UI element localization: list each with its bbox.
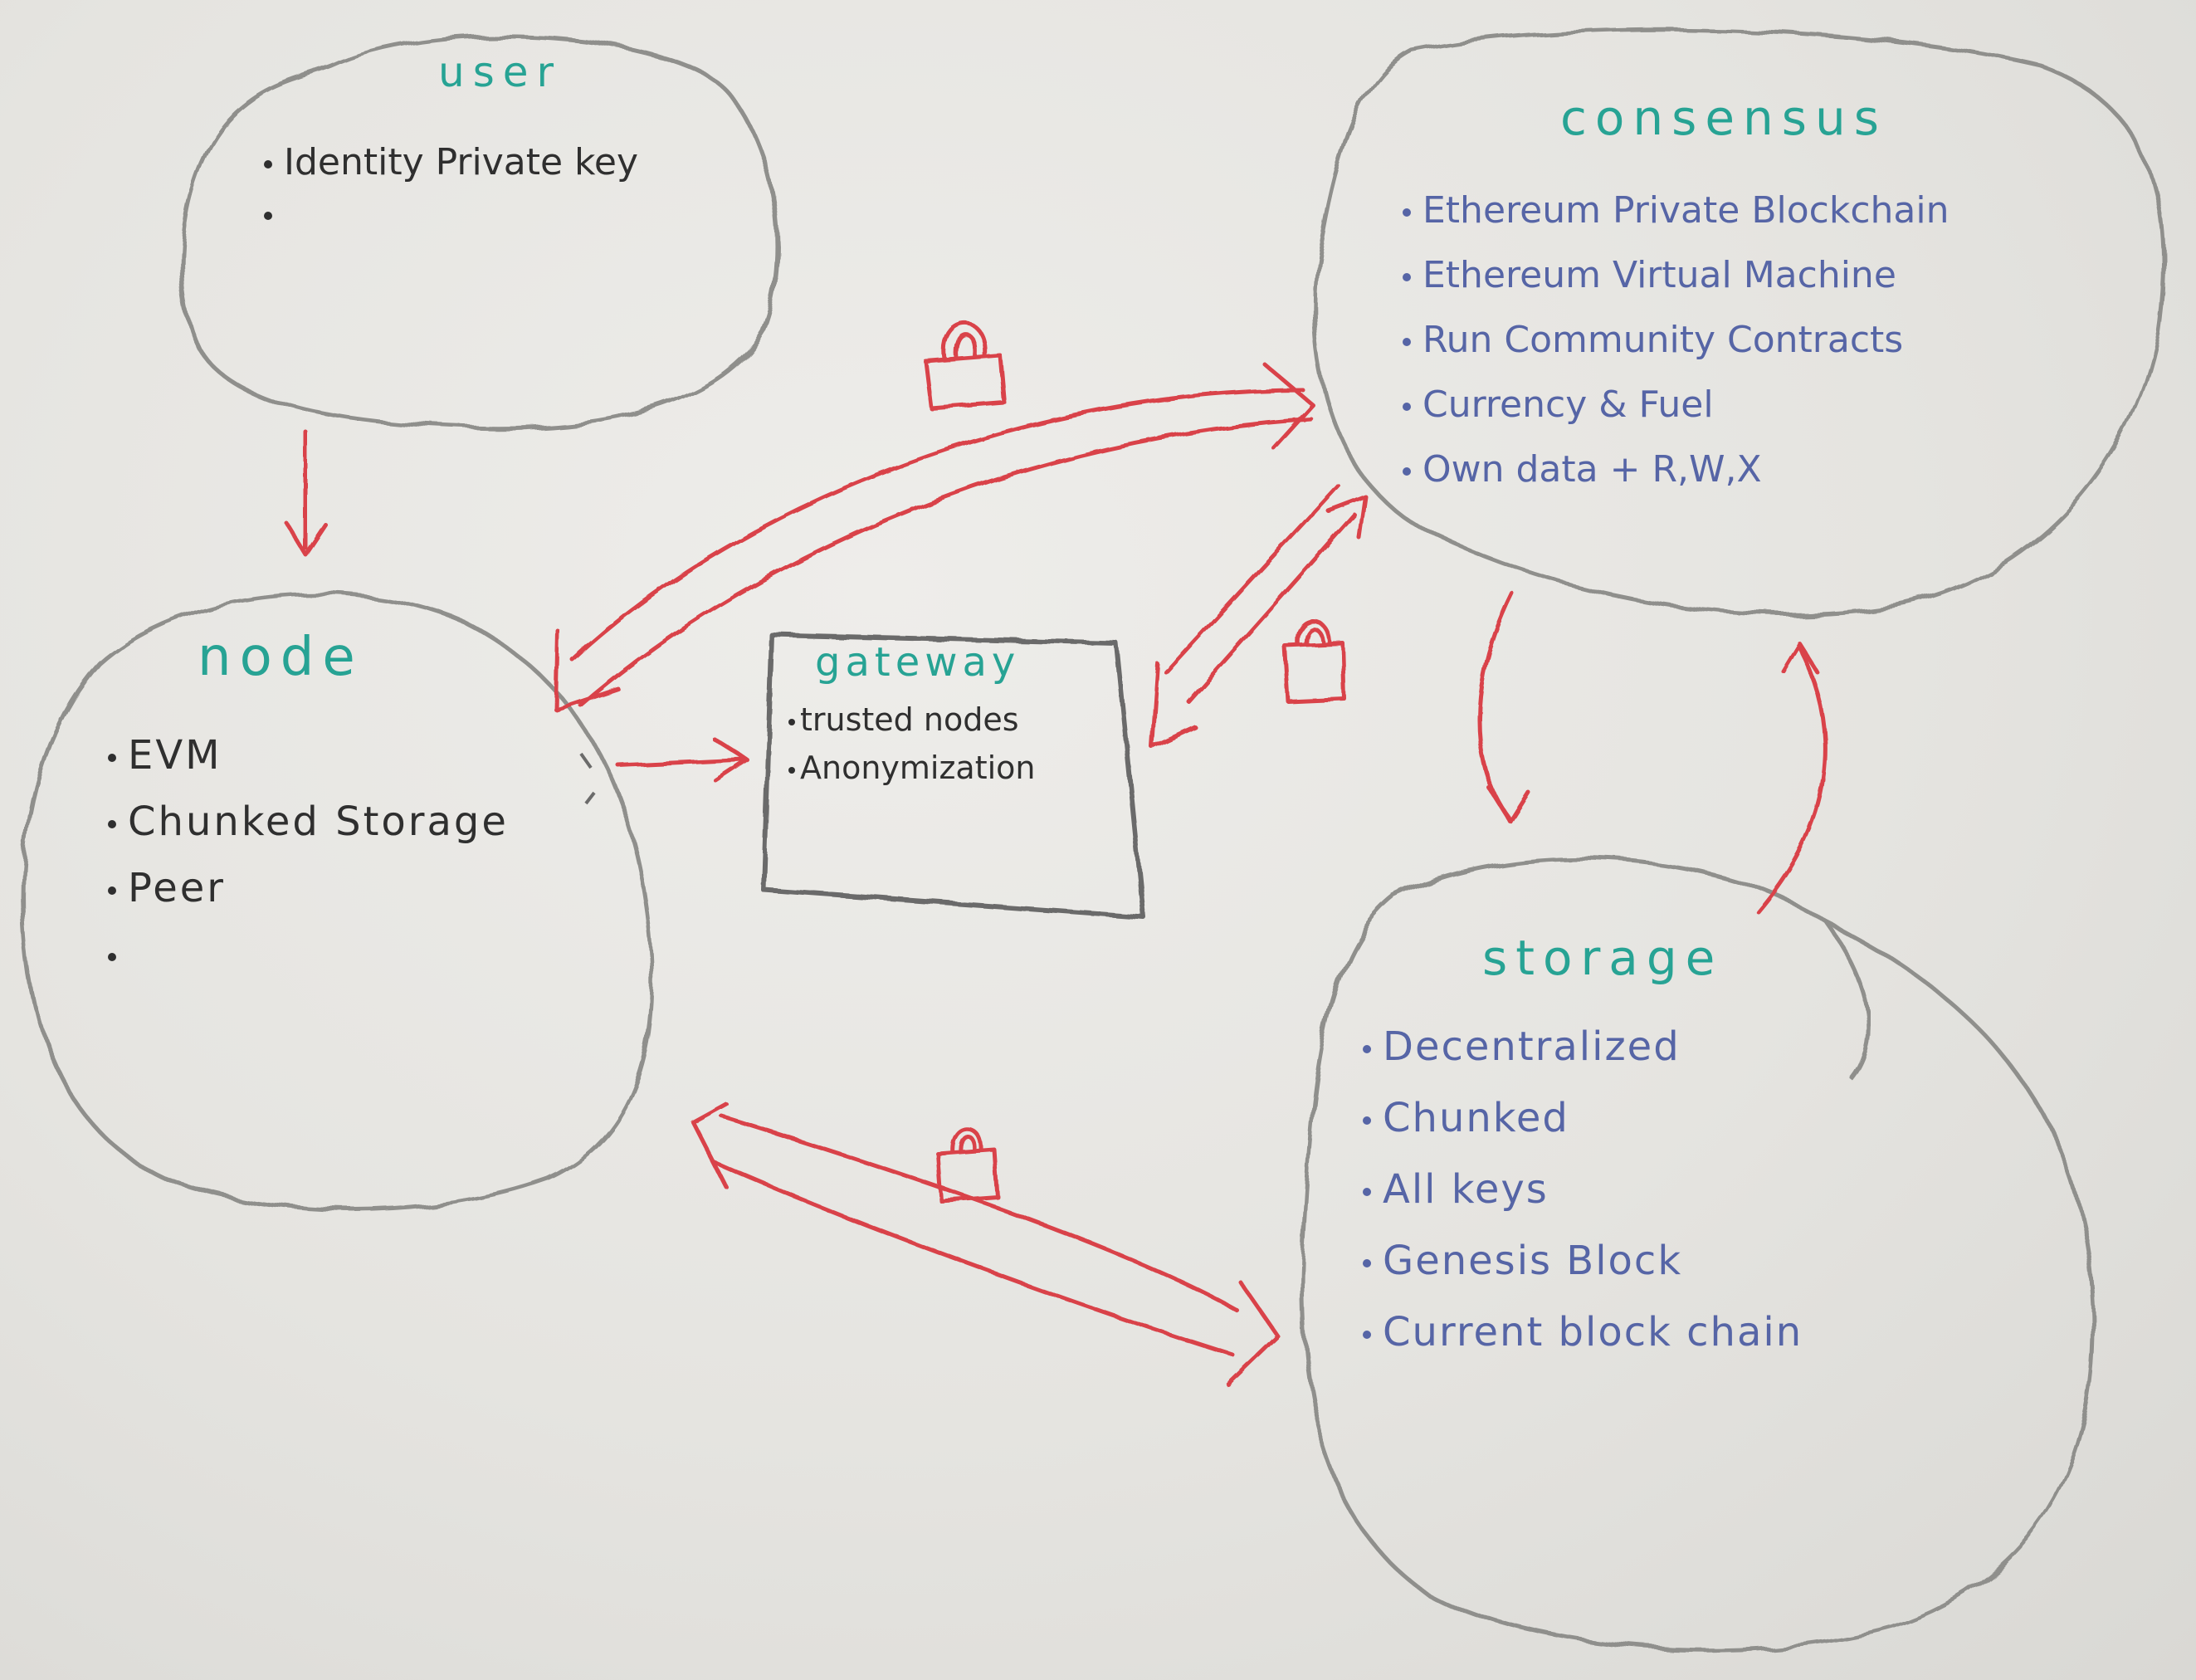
arrow-node-consensus-head-right <box>1263 363 1315 451</box>
list-item: Currency & Fuel <box>1403 373 1949 437</box>
list-item: Ethereum Virtual Machine <box>1403 243 1949 308</box>
bullet-icon <box>1403 467 1411 476</box>
bullet-icon <box>1363 1116 1371 1125</box>
node-cloud <box>21 592 655 1212</box>
bullet-icon <box>1363 1188 1371 1196</box>
bullet-icon <box>788 766 795 774</box>
node-title: node <box>198 627 364 688</box>
arrow-node-to-gateway <box>616 757 745 768</box>
bullet-icon <box>264 160 272 168</box>
user-cloud <box>179 34 781 431</box>
arrow-gateway-consensus-right <box>1186 512 1357 704</box>
bullet-icon <box>108 953 116 961</box>
stray-mark <box>584 791 596 805</box>
lock-icon <box>923 321 1007 411</box>
arrow-node-storage-head-left <box>691 1101 729 1189</box>
list-item <box>264 188 638 240</box>
list-item: Genesis Block <box>1363 1225 1803 1297</box>
user-items: Identity Private key <box>264 137 638 240</box>
lock-icon <box>1282 619 1347 704</box>
arrow-consensus-to-storage-head <box>1487 786 1531 824</box>
storage-title: storage <box>1482 930 1724 986</box>
arrow-node-storage-lower <box>711 1160 1235 1357</box>
arrow-storage-to-consensus-head <box>1780 641 1820 675</box>
list-item: Decentralized <box>1363 1011 1803 1082</box>
bullet-icon <box>108 754 116 762</box>
list-item <box>108 921 509 988</box>
arrow-node-consensus-lower <box>578 417 1314 708</box>
storage-cloud-hook <box>1823 920 1871 1081</box>
bullet-icon <box>1363 1331 1371 1339</box>
arrow-node-storage-upper <box>720 1114 1239 1312</box>
bullet-icon <box>1403 338 1411 346</box>
arrow-gateway-consensus-left <box>1164 483 1340 675</box>
arrow-storage-to-consensus <box>1755 645 1828 914</box>
list-item: Anonymization <box>788 744 1036 792</box>
bullet-icon <box>1403 208 1411 217</box>
list-item: Own data + R,W,X <box>1403 437 1949 502</box>
arrow-gateway-consensus-head-bottom <box>1149 662 1198 750</box>
stray-mark <box>579 752 593 769</box>
list-item: Current block chain <box>1363 1297 1803 1368</box>
arrow-user-to-node-head <box>284 520 328 557</box>
list-item: Identity Private key <box>264 137 638 188</box>
arrow-gateway-consensus-head-top <box>1325 494 1368 540</box>
bullet-icon <box>108 820 116 828</box>
gateway-title: gateway <box>815 639 1021 686</box>
list-item: Chunked <box>1363 1082 1803 1154</box>
bullet-icon <box>1363 1259 1371 1267</box>
lock-icon <box>935 1126 1000 1204</box>
list-item: Peer <box>108 855 509 921</box>
consensus-cloud <box>1312 27 2166 617</box>
list-item: Chunked Storage <box>108 789 509 855</box>
arrow-node-storage-head-right <box>1226 1280 1281 1387</box>
bullet-icon <box>1403 403 1411 411</box>
gateway-box <box>761 632 1146 920</box>
list-item: All keys <box>1363 1154 1803 1225</box>
arrow-node-to-gateway-head <box>711 736 749 783</box>
list-item: Run Community Contracts <box>1403 308 1949 373</box>
consensus-items: Ethereum Private Blockchain Ethereum Vir… <box>1403 178 1949 502</box>
arrow-consensus-to-storage <box>1477 591 1515 820</box>
arrow-node-consensus-head-left <box>554 628 621 712</box>
gateway-items: trusted nodes Anonymization <box>788 696 1036 792</box>
bullet-icon <box>788 718 795 725</box>
bullet-icon <box>1363 1045 1371 1053</box>
list-item: trusted nodes <box>788 696 1036 744</box>
consensus-title: consensus <box>1560 90 1887 146</box>
bullet-icon <box>264 212 272 220</box>
storage-cloud <box>1300 856 2096 1653</box>
arrow-node-consensus-upper <box>570 388 1305 662</box>
bullet-icon <box>1403 273 1411 281</box>
storage-items: Decentralized Chunked All keys Genesis B… <box>1363 1011 1803 1368</box>
list-item: Ethereum Private Blockchain <box>1403 178 1949 243</box>
node-items: EVM Chunked Storage Peer <box>108 722 509 988</box>
list-item: EVM <box>108 722 509 789</box>
bullet-icon <box>108 886 116 895</box>
user-title: user <box>438 48 563 96</box>
